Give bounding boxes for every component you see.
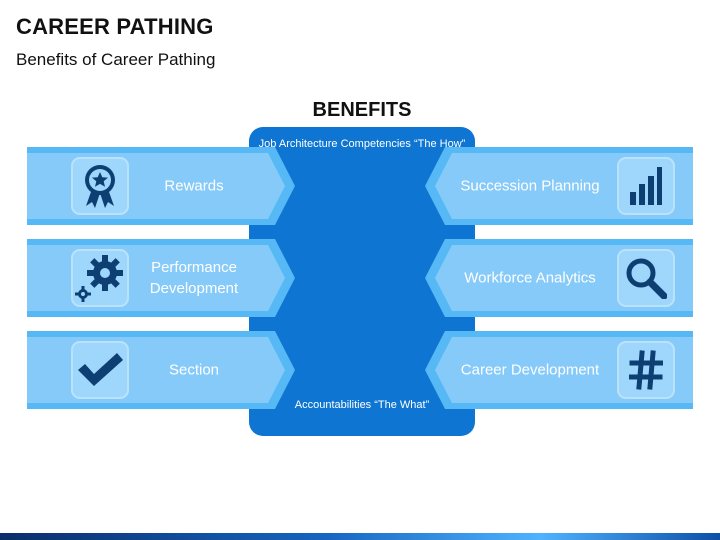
checkmark-icon bbox=[71, 341, 129, 399]
left-item-label: Section bbox=[168, 361, 220, 379]
right-item-label: Succession Planning bbox=[460, 177, 600, 195]
left-item-section: Section bbox=[27, 331, 295, 409]
magnifier-icon bbox=[617, 249, 675, 307]
left-item-label: Rewards bbox=[164, 177, 224, 195]
left-item-rewards: Rewards bbox=[27, 147, 295, 225]
right-item-succession-planning: Succession Planning bbox=[425, 147, 693, 225]
benefits-heading: BENEFITS bbox=[312, 99, 412, 121]
center-top-text: Job Architecture Competencies “The How” bbox=[258, 138, 466, 150]
slide-title: CAREER PATHING bbox=[16, 14, 214, 39]
footer-bar bbox=[0, 533, 720, 540]
left-item-performance-development: Performance Development bbox=[27, 239, 295, 317]
center-bottom-text: Accountabilities “The What” bbox=[294, 399, 430, 411]
right-item-career-development: Career Development bbox=[425, 331, 693, 409]
slide-subtitle: Benefits of Career Pathing bbox=[16, 50, 216, 69]
award-ribbon-icon bbox=[71, 157, 129, 215]
right-item-label: Workforce Analytics bbox=[464, 269, 596, 287]
hashtag-icon bbox=[617, 341, 675, 399]
right-item-workforce-analytics: Workforce Analytics bbox=[425, 239, 693, 317]
bar-chart-icon bbox=[617, 157, 675, 215]
right-item-label: Career Development bbox=[460, 361, 600, 379]
left-item-label: Performance Development bbox=[149, 259, 239, 297]
gears-icon bbox=[71, 249, 129, 307]
